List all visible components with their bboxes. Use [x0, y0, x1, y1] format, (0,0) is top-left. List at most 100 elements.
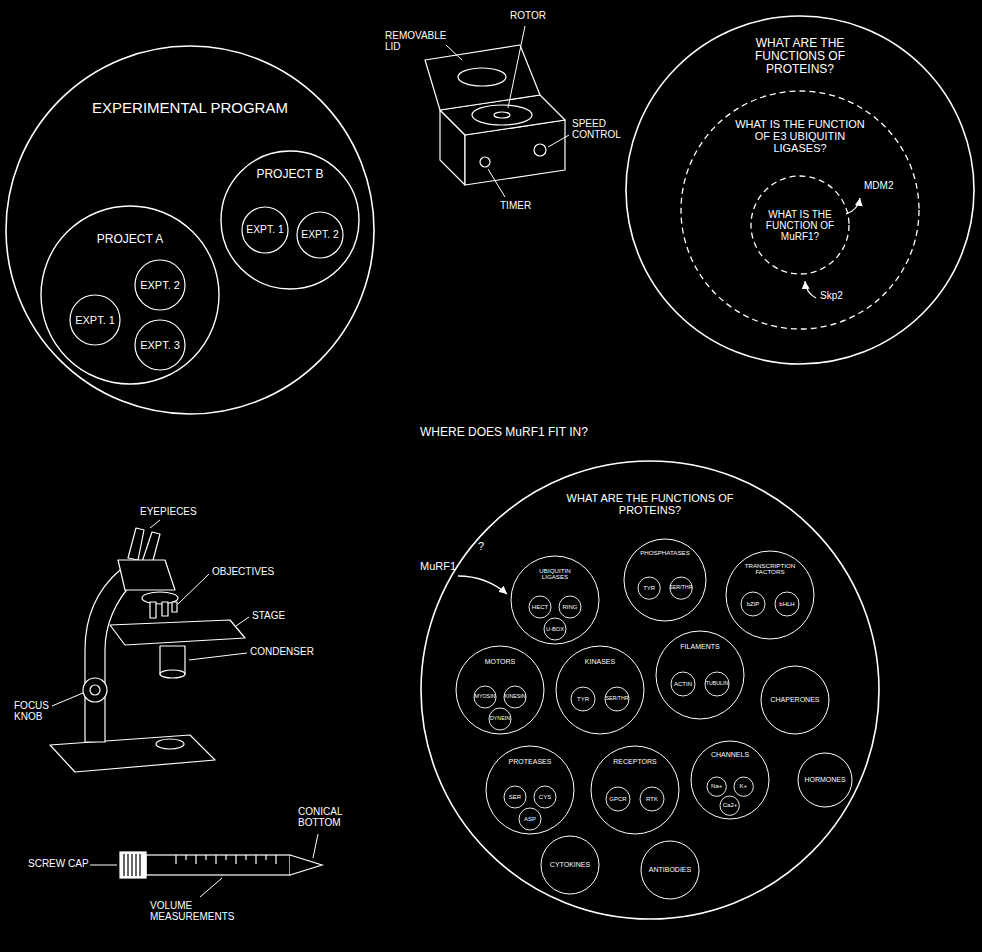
- nested-circle: SER: [503, 785, 527, 809]
- leader-lines-part: [52, 693, 83, 706]
- graduation-tick: [265, 855, 266, 860]
- circle: [641, 841, 699, 899]
- circle-label: ASP: [524, 816, 536, 823]
- graduation-tick: [175, 855, 176, 864]
- circle-label: ANTIBODIES: [649, 866, 691, 874]
- circle: [798, 753, 852, 807]
- nested-circle: SER/THR: [604, 686, 630, 712]
- part-label: Skp2: [820, 290, 843, 301]
- nested-circle: K+: [733, 776, 754, 797]
- circle-label: K+: [740, 783, 748, 790]
- leader-lines-part: [189, 653, 247, 660]
- circle: [726, 551, 814, 639]
- graduation-tick: [225, 855, 226, 860]
- circle-label: RTK: [646, 796, 658, 803]
- circle-label: WHAT ARE THE FUNCTIONS OF PROTEINS?: [565, 492, 735, 516]
- circle: [41, 206, 219, 384]
- graduation-tick: [275, 855, 276, 864]
- circle: [242, 207, 288, 253]
- leader-lines-part: [178, 574, 209, 604]
- circle-label: CHANNELS: [711, 751, 749, 759]
- part-label: SPEED CONTROL: [572, 118, 622, 140]
- nested-circle: Ca2+: [719, 795, 740, 816]
- nested-circle: TUBULIN: [704, 671, 730, 697]
- circle: [529, 596, 551, 618]
- leader-lines-part: [488, 169, 505, 197]
- circle-label: EXPT. 2: [301, 229, 338, 240]
- circle: [70, 295, 120, 345]
- circle-label: EXPT. 2: [140, 279, 180, 291]
- circle: [135, 320, 185, 370]
- part-label: CONDENSER: [250, 646, 314, 657]
- circle: [474, 686, 496, 708]
- circle-label: Ca2+: [723, 802, 738, 809]
- leader-lines-part: [313, 834, 318, 858]
- circle-label: EXPT. 1: [75, 314, 115, 326]
- cap-grip: [135, 854, 136, 876]
- circle-label: SER: [509, 794, 521, 801]
- circle: [421, 461, 879, 919]
- circle-label: SER/THR: [605, 696, 628, 702]
- circle: [734, 777, 753, 796]
- circle-label: TUBULIN: [706, 681, 729, 687]
- nested-circle: MOTORSMYOSINKINESINDYNEIN: [455, 645, 545, 735]
- callout-arrows-part: [805, 281, 816, 298]
- circle-label: RING: [563, 604, 578, 611]
- leader-lines-part: [90, 865, 117, 866]
- centrifuge-drawing-part: [480, 157, 490, 167]
- circle-label: CHAPERONES: [770, 696, 819, 704]
- part-label: ROTOR: [510, 10, 546, 21]
- nested-circle: bHLH: [774, 591, 800, 617]
- region-circle: WHAT ARE THE FUNCTIONS OF PROTEINS?WHAT …: [625, 15, 975, 365]
- circle-label: TYR: [577, 696, 589, 703]
- circle-label: Na+: [711, 783, 722, 790]
- cap-grip: [131, 854, 132, 876]
- nested-circle: MYOSIN: [473, 685, 497, 709]
- circle-label: U-BOX: [546, 626, 564, 632]
- circle: [656, 631, 744, 719]
- nested-circle: EXPT. 2: [134, 259, 186, 311]
- circle-label: RECEPTORS: [613, 758, 656, 766]
- cap-grip: [123, 854, 124, 876]
- circle-label: UBIQUITIN LIGASES: [525, 568, 584, 582]
- nested-circle: FILAMENTSACTINTUBULIN: [655, 630, 745, 720]
- circle-label: EXPERIMENTAL PROGRAM: [92, 100, 288, 117]
- nested-circle: SER/THR: [669, 576, 693, 600]
- microscope-drawing: [50, 528, 245, 772]
- circle: [456, 646, 544, 734]
- circle: [626, 16, 974, 364]
- circle: [541, 836, 599, 894]
- circle: [606, 787, 630, 811]
- circle: [671, 672, 695, 696]
- leader-lines-part: [150, 520, 160, 528]
- leader-lines-part: [508, 26, 525, 108]
- circle: [571, 687, 595, 711]
- conical-tube-drawing-part: [290, 855, 322, 875]
- circle: [670, 577, 692, 599]
- callout-arrows-part: [846, 198, 860, 214]
- circle-label: bZIP: [747, 601, 760, 608]
- nested-circle: bZIP: [740, 591, 766, 617]
- circle-label: WHAT IS THE FUNCTION OF MuRF1?: [764, 209, 836, 242]
- circle-label: ACTIN: [674, 681, 692, 688]
- microscope-drawing-part: [90, 685, 100, 695]
- cap-grip: [139, 854, 140, 876]
- nested-circle: WHAT IS THE FUNCTION OF E3 UBIQUITIN LIG…: [680, 90, 920, 330]
- nested-circle: EXPT. 2: [296, 211, 344, 259]
- part-label: CONICAL BOTTOM: [298, 806, 358, 828]
- microscope-drawing-part: [162, 602, 168, 616]
- circle: [6, 46, 374, 414]
- microscope-drawing-part: [150, 602, 156, 618]
- nested-circle: EXPT. 1: [241, 206, 289, 254]
- circle-label: MYOSIN: [475, 694, 496, 700]
- nested-circle: RING: [558, 595, 582, 619]
- microscope-drawing-part: [50, 735, 215, 772]
- circle: [707, 777, 726, 796]
- circle: [559, 596, 581, 618]
- circle: [638, 577, 660, 599]
- circle: [544, 618, 566, 640]
- circle: [511, 556, 599, 644]
- nested-circle: PHOSPHATASESTYRSER/THR: [623, 538, 707, 622]
- circle-label: TRANSCRIPTION FACTORS: [740, 563, 799, 577]
